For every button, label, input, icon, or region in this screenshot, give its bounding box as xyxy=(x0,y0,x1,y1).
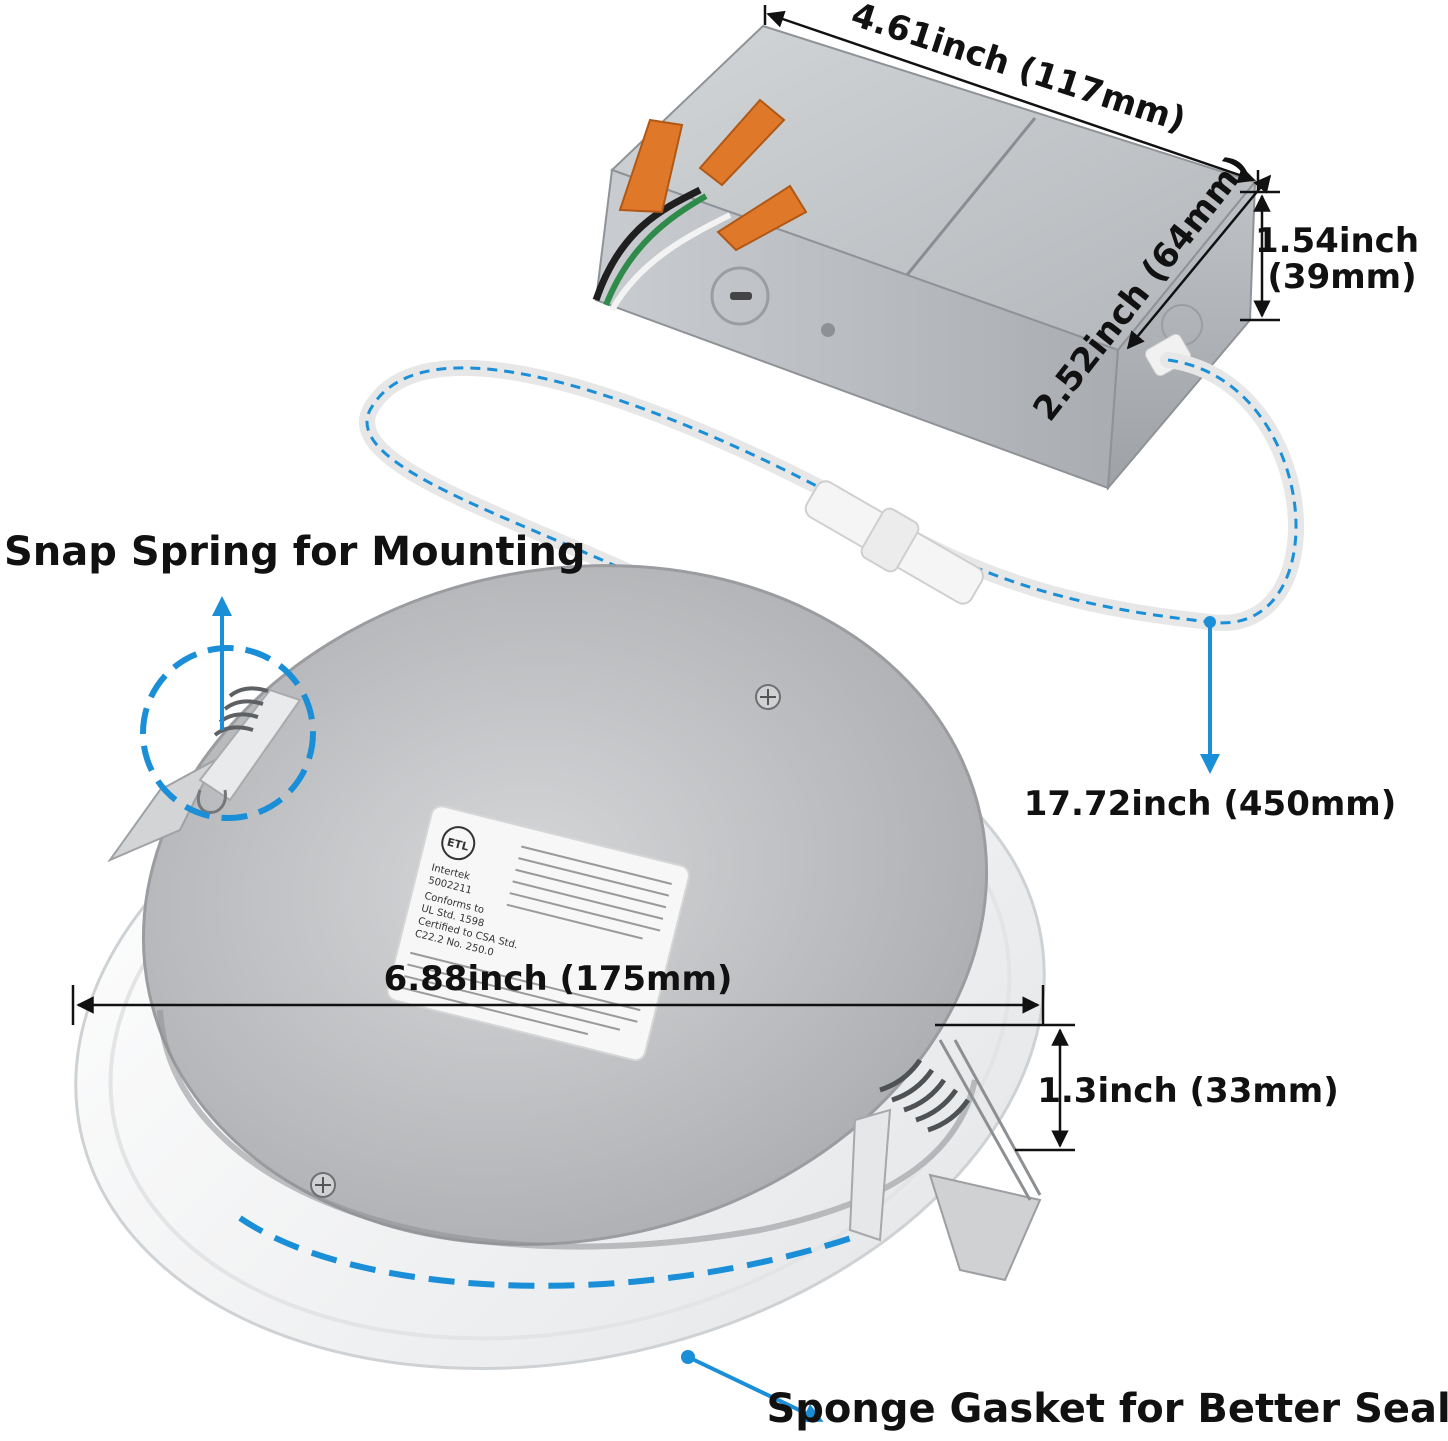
snap-spring-right xyxy=(848,1039,1042,1282)
snap-spring-callout-circle xyxy=(140,645,316,821)
connection-cable xyxy=(359,352,1304,742)
box-height-label-in: 1.54inch xyxy=(1255,221,1419,261)
slim-panel-light: ETL Intertek 5002211 Conforms to UL Std.… xyxy=(74,564,1046,1370)
snap-spring-left xyxy=(107,686,302,863)
snap-spring-label: Snap Spring for Mounting xyxy=(4,529,585,575)
cable-connector xyxy=(804,480,984,605)
screw-top xyxy=(755,684,781,710)
box-height-label-mm: (39mm) xyxy=(1267,257,1416,297)
supply-wires xyxy=(592,186,732,312)
callouts xyxy=(140,596,1220,1423)
sponge-gasket-arrow xyxy=(687,1355,824,1423)
cable-length-label: 17.72inch (450mm) xyxy=(1024,784,1397,824)
dimension-lines xyxy=(71,5,1280,1152)
panel-diameter-label: 6.88inch (175mm) xyxy=(384,959,733,999)
wire-nut-1 xyxy=(618,118,684,214)
sponge-gasket-label: Sponge Gasket for Better Sealing xyxy=(766,1386,1448,1432)
svg-text:ETL: ETL xyxy=(446,836,471,854)
wire-nut-3 xyxy=(716,184,808,252)
screw-bottom xyxy=(310,1172,336,1198)
panel-height-label: 1.3inch (33mm) xyxy=(1037,1071,1339,1111)
cable-length-highlight xyxy=(365,358,1298,692)
sponge-gasket-highlight xyxy=(238,1215,861,1289)
